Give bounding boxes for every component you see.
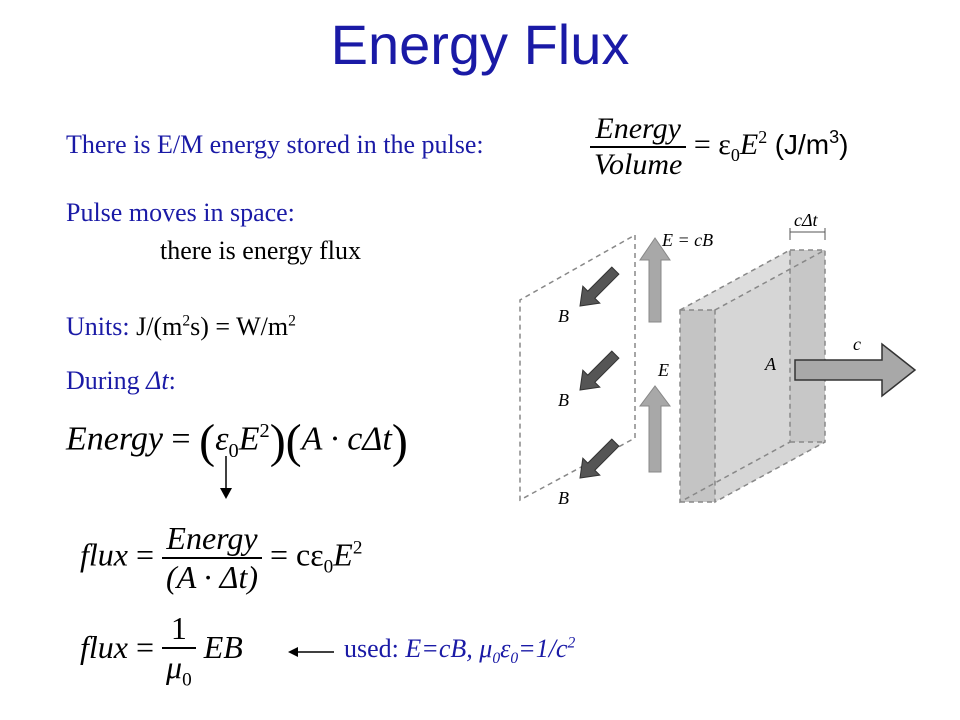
eq1-lhs: Energy [66, 420, 163, 458]
flux-equation: flux = Energy (A · Δt) = cε0E2 [80, 520, 362, 596]
units-power-1: 2 [182, 312, 191, 330]
cdt-dimension [789, 228, 826, 240]
eq2-fraction: Energy (A · Δt) [162, 520, 262, 596]
eq3-equals: = [135, 629, 155, 666]
eq3-denominator: μ0 [162, 649, 196, 691]
label-B-3: B [558, 488, 569, 508]
unit-power: 3 [829, 126, 840, 147]
eq1-paren-close-1: ) [269, 415, 286, 468]
eq2-epsilon-sub: 0 [323, 556, 334, 578]
used-epsilon: ε [500, 634, 511, 663]
propagation-arrow [794, 342, 917, 398]
units-value-2: s) = W/m [190, 312, 289, 341]
eq1-paren-open-2: ( [285, 415, 302, 468]
slab-edges [679, 248, 826, 504]
eq2-rhs: = cε [269, 536, 324, 573]
stored-energy-text: There is E/M energy stored in the pulse: [66, 130, 484, 159]
eq3-numerator: 1 [162, 610, 196, 649]
during-colon: : [168, 366, 176, 395]
field-E: E [739, 127, 759, 161]
used-expr-1: E=cB, [405, 634, 480, 663]
label-cdt: cΔt [794, 210, 819, 230]
eq1-part2: A · cΔt [301, 420, 392, 458]
fraction-denominator: Volume [594, 148, 683, 181]
label-B-1: B [558, 306, 569, 326]
units-power-2: 2 [288, 312, 296, 330]
units-label: Units: [66, 312, 130, 341]
unit-close: ) [839, 128, 849, 160]
eq3-mu: μ [166, 649, 183, 685]
units-value-1: J/(m [136, 312, 183, 341]
eq1-E-power: 2 [259, 419, 270, 442]
label-E-cB: E = cB [661, 230, 713, 250]
back-plane [519, 233, 636, 502]
delta-t: Δt [146, 366, 169, 395]
eq3-rhs: EB [203, 629, 243, 666]
eq1-paren-open-1: ( [199, 415, 216, 468]
during-label: During [66, 366, 147, 395]
pulse-moves-text: Pulse moves in space: [66, 198, 295, 227]
flux-EB-equation: flux = 1 μ0 EB [80, 610, 243, 691]
used-tail: =1/c [518, 634, 568, 663]
unit-open: (J/m [774, 128, 830, 160]
fraction-numerator: Energy [590, 112, 687, 148]
used-epsilon-sub: 0 [510, 650, 519, 668]
eq2-E-power: 2 [352, 537, 363, 559]
used-tail-power: 2 [567, 634, 576, 652]
used-line: used: E=cB, μ0ε0=1/c2 [344, 634, 575, 668]
used-mu: μ [479, 634, 493, 663]
label-E: E [657, 360, 669, 380]
eq2-E: E [333, 536, 353, 573]
eq2-lhs: flux [80, 536, 128, 573]
energy-density-equation: Energy Volume = ε0E2 (J/m3) [590, 112, 848, 182]
down-arrow-icon [220, 456, 232, 499]
em-pulse-diagram: E = cB cΔt B B B E A c [519, 210, 917, 508]
label-c: c [853, 334, 861, 354]
used-mu-sub: 0 [492, 650, 501, 668]
units-line: Units: J/(m2s) = W/m2 [66, 312, 296, 342]
E-power: 2 [758, 126, 768, 147]
eq2-equals: = [135, 536, 155, 573]
B-field-arrows [579, 266, 620, 479]
energy-volume-fraction: Energy Volume [590, 112, 687, 182]
energy-equation: Energy = (ε0E2)(A · cΔt) [66, 414, 408, 469]
label-B-2: B [558, 390, 569, 410]
eq2-denominator: (A · Δt) [166, 559, 258, 595]
label-A: A [764, 354, 777, 374]
eq1-paren-close-2: ) [391, 415, 408, 468]
eq3-mu-sub: 0 [182, 669, 192, 691]
energy-flux-text: there is energy flux [160, 236, 361, 265]
epsilon-subscript: 0 [730, 144, 740, 165]
eq1-E: E [238, 420, 260, 458]
eq1-equals: = [171, 420, 191, 458]
used-label: used: [344, 634, 406, 663]
eq1-epsilon-sub: 0 [228, 440, 239, 463]
shaded-slab [680, 250, 825, 502]
equals-epsilon: = ε [693, 127, 731, 161]
eq2-numerator: Energy [162, 520, 262, 559]
eq1-epsilon: ε [215, 420, 229, 458]
eq3-fraction: 1 μ0 [162, 610, 196, 691]
left-arrow-icon [288, 647, 334, 657]
eq3-lhs: flux [80, 629, 128, 666]
E-field-arrows [639, 237, 671, 473]
during-line: During Δt: [66, 366, 176, 396]
page-title: Energy Flux [330, 13, 630, 76]
